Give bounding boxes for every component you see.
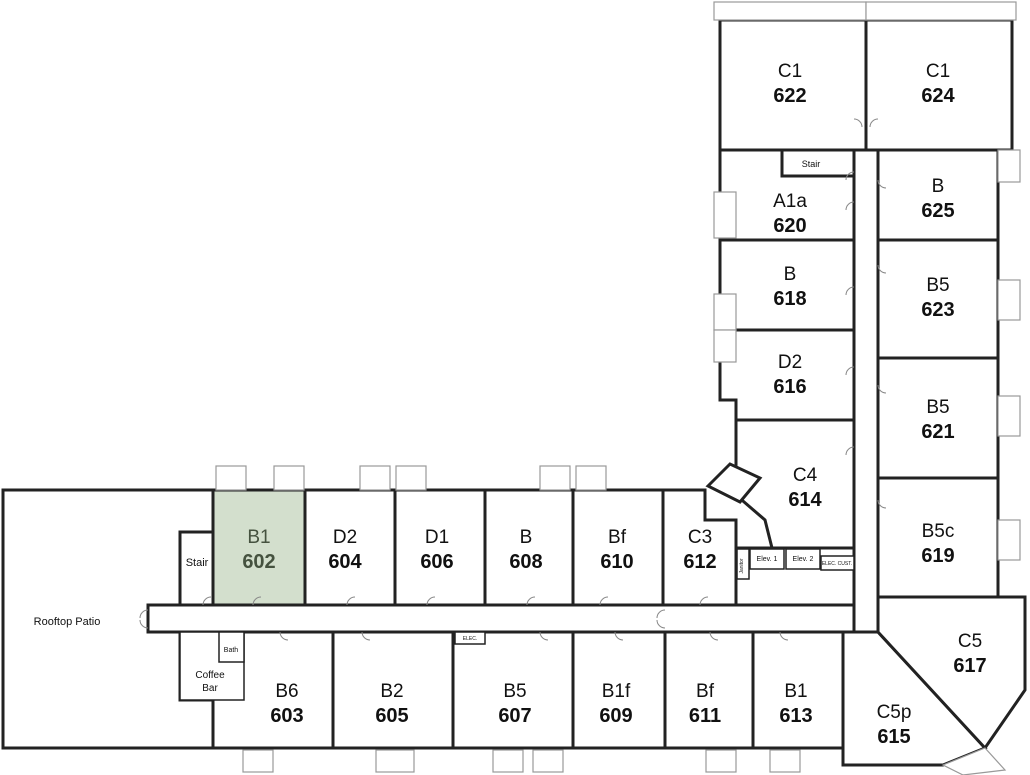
unit-616[interactable] [718,328,856,422]
unit-607-number: 607 [498,705,531,727]
unit-605-number: 605 [375,705,408,727]
unit-608-number: 608 [509,551,542,573]
unit-609[interactable] [571,630,667,750]
unit-611[interactable] [663,630,755,750]
unit-612-type: C3 [688,527,712,548]
unit-621[interactable] [876,356,1000,480]
unit-605-type: B2 [380,681,403,702]
unit-605[interactable] [331,630,455,750]
unit-624-number: 624 [921,85,955,107]
unit-619-type: B5c [922,521,955,542]
unit-labels: B1 602 D2 604 D1 606 B 608 Bf 610 C3 612… [242,61,986,748]
unit-617-number: 617 [953,655,986,677]
unit-617[interactable] [876,595,1027,751]
unit-625-type: B [932,176,945,197]
unit-623-type: B5 [926,275,949,296]
east-wing [864,18,1014,599]
unit-625[interactable] [876,148,1000,242]
unit-604-type: D2 [333,527,357,548]
unit-608-type: B [520,527,533,548]
janitor-label: Janitor [739,558,745,573]
unit-609-number: 609 [599,705,632,727]
bath-label: Bath [224,647,239,654]
coffee-bar-label-line2: Bar [202,683,218,694]
unit-613[interactable] [751,630,845,750]
unit-615-number: 615 [877,726,910,748]
unit-602-number: 602 [242,551,275,573]
unit-624[interactable] [864,18,1014,152]
west-wing [705,18,868,607]
elec-closet [454,631,486,645]
unit-625-number: 625 [921,200,954,222]
angled-bay [705,462,763,504]
unit-619-number: 619 [921,545,954,567]
unit-620-type: A1a [773,191,807,212]
unit-602-type: B1 [247,527,270,548]
unit-622[interactable] [718,18,868,152]
unit-612[interactable] [661,488,738,607]
unit-617-type: C5 [958,631,982,652]
unit-611-number: 611 [689,705,721,727]
unit-607[interactable] [451,630,575,750]
elec-cust-label: ELEC. CUST. [822,561,852,567]
door-swings [139,118,887,641]
unit-618-number: 618 [773,288,806,310]
unit-618[interactable] [718,238,856,332]
unit-613-type: B1 [784,681,807,702]
unit-610-number: 610 [600,551,633,573]
rooftop-patio-label: Rooftop Patio [34,616,101,628]
unit-604[interactable] [303,488,397,607]
elevator-2 [785,548,821,570]
facility-labels: Stair Stair Coffee Bar Bath Elev. 1 Elev… [186,159,852,694]
unit-614-type: C4 [793,465,818,486]
unit-611-type: Bf [696,681,715,702]
unit-616-number: 616 [773,376,806,398]
unit-618-type: B [784,264,797,285]
unit-623-number: 623 [921,299,954,321]
unit-610-type: Bf [608,527,627,548]
unit-610[interactable] [571,488,665,607]
unit-621-number: 621 [921,421,954,443]
elec-label: ELEC. [463,636,477,642]
unit-622-type: C1 [778,61,802,82]
coffee-bar-label-line1: Coffee [195,670,225,681]
unit-621-type: B5 [926,397,949,418]
unit-622-number: 622 [773,85,806,107]
elec-cust [820,555,855,571]
unit-606-type: D1 [425,527,449,548]
unit-614-number: 614 [788,489,822,511]
elevator-1 [749,548,785,570]
windows [215,1,1021,775]
unit-612-number: 612 [683,551,716,573]
unit-620-number: 620 [773,215,806,237]
elev2-label: Elev. 2 [793,556,814,563]
unit-624-type: C1 [926,61,950,82]
janitor-closet [736,548,750,580]
unit-606[interactable] [393,488,487,607]
unit-613-number: 613 [779,705,812,727]
stair-north-label: Stair [802,159,821,169]
stair-west-label: Stair [186,557,209,569]
unit-607-type: B5 [503,681,526,702]
elev1-label: Elev. 1 [757,556,778,563]
unit-603-number: 603 [270,705,303,727]
unit-604-number: 604 [328,551,362,573]
bath [218,631,245,663]
bottom-row [179,595,1027,767]
unit-603-type: B6 [275,681,298,702]
unit-616-type: D2 [778,352,802,373]
unit-615-type: C5p [877,702,912,723]
unit-609-type: B1f [602,681,631,702]
top-row [178,488,738,607]
unit-606-number: 606 [420,551,453,573]
